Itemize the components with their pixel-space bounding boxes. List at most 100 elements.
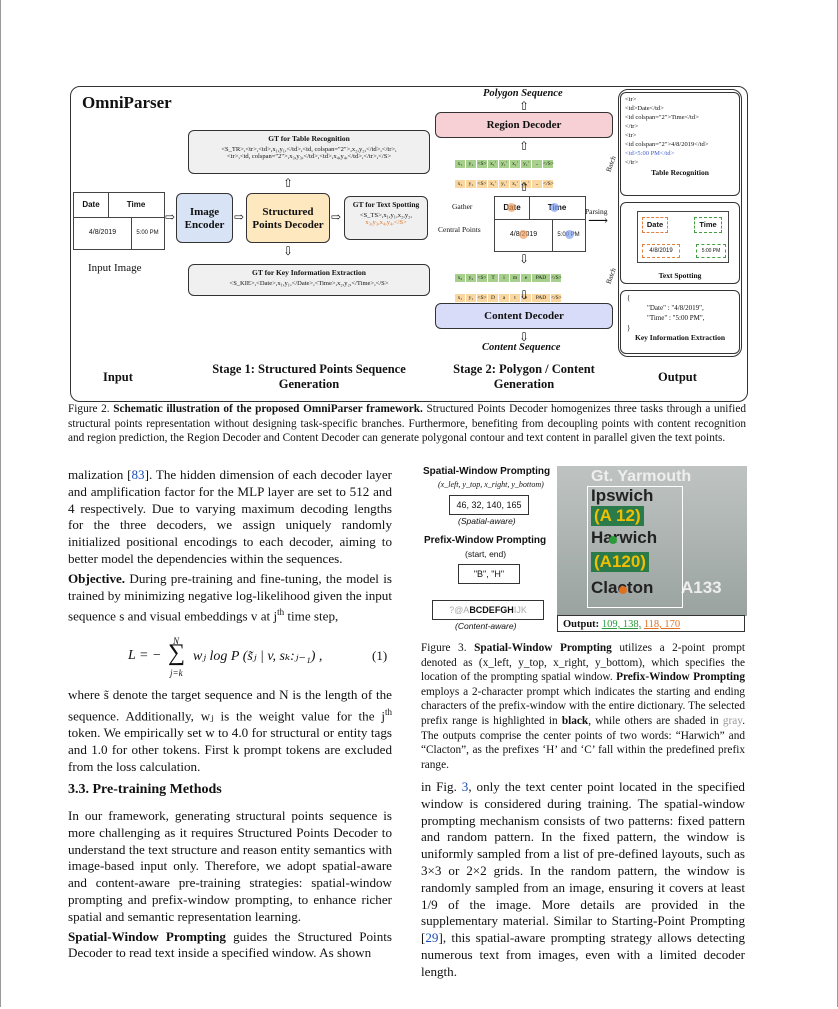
equation-lhs: L = − [128, 648, 162, 663]
output-panel [618, 89, 742, 357]
structured-points-decoder-box: Structured Points Decoder [246, 193, 330, 243]
right-column: in Fig. 3, only the text center point lo… [421, 779, 745, 981]
table-recognition-box: <tr> <td>Date</td> <td colspan="2">Time<… [620, 92, 740, 196]
arrow-up-icon: ⇧ [519, 180, 530, 194]
output-clacton: 118, 170 [643, 619, 681, 630]
sum-lower: j=k [170, 668, 183, 678]
left-column: malization [83]. The hidden dimension of… [68, 467, 392, 626]
figure-3-caption: Figure 3. Spatial-Window Prompting utili… [421, 641, 745, 772]
road-sign-image: Gt. Yarmouth Ipswich (A 12) Harwich (A12… [557, 466, 747, 616]
input-image-label: Input Image [88, 262, 142, 274]
center-point-marker [565, 230, 574, 239]
gt-table-box: GT for Table Recognition <S_TR>,<tr>,<td… [188, 130, 430, 174]
arrow-down-icon: ⇩ [519, 330, 530, 344]
html-line: <td>5:00 PM</td> [625, 150, 675, 157]
gt-kie-title: GT for Key Information Extraction [252, 268, 366, 277]
gt-kie-box: GT for Key Information Extraction <S_KIE… [188, 264, 430, 296]
kie-date: "Date" : "4/8/2019", [647, 304, 704, 312]
ts-date: Date [642, 217, 668, 233]
bold-term: Spatial-Window Prompting [68, 928, 226, 944]
figure-2-caption: Figure 2. Schematic illustration of the … [68, 402, 746, 446]
center-point-marker [507, 203, 516, 212]
html-line: <td colspan="2">4/8/2019</td> [625, 141, 709, 148]
spatial-window-title: Spatial-Window Prompting [423, 466, 551, 477]
paragraph: malization [83]. The hidden dimension of… [68, 467, 392, 568]
sum-upper: N [173, 636, 180, 646]
paragraph: where s̃ denote the target sequence and … [68, 687, 392, 775]
text: utilizes a 2-point prompt denoted as (x_… [421, 642, 745, 684]
citation-link[interactable]: 29 [425, 930, 439, 946]
stage1-label: Stage 1: Structured Points Sequence Gene… [212, 362, 406, 391]
text: ]. The hidden dimension of each decoder … [68, 467, 392, 566]
gt-table-seq1: <S_TR>,<tr>,<td>,x₁,y₁,</td>,<td, colspa… [221, 146, 397, 153]
sign-line: (A120) [591, 552, 649, 572]
paragraph: In our framework, generating structural … [68, 808, 392, 924]
left-column-3: In our framework, generating structural … [68, 808, 392, 962]
sign-line: Ipswich [591, 486, 654, 505]
caption-prefix: Figure 3. [421, 642, 467, 654]
citation-link[interactable]: 83 [131, 467, 145, 482]
superscript: th [277, 607, 285, 618]
gt-text-box: GT for Text Spotting <S_TS>,x₁,y₁,x₂,y₂,… [344, 196, 428, 240]
text-spotting-box: Date Time 4/8/2019 5:00 PM Text Spotting [620, 202, 740, 284]
prefix-coords: (start, end) [465, 549, 507, 559]
caption-text: Structured Points Decoder homogenizes th… [68, 403, 746, 444]
spatial-values-box: 46, 32, 140, 165 [449, 495, 529, 515]
gt-table-title: GT for Table Recognition [268, 134, 350, 143]
output-label: Output: [563, 619, 600, 630]
caption-bold: Prefix-Window Prompting [616, 671, 745, 684]
sum-icon: ∑ [168, 640, 186, 666]
figure-link[interactable]: 3 [461, 779, 469, 794]
arrow-right-icon: ⟶ [588, 214, 609, 229]
central-points-label: Central Points [438, 225, 481, 234]
prefix-dictionary-box: ?@ABCDEFGHIJK [432, 600, 544, 620]
section-heading: 3.3. Pre-training Methods [68, 782, 222, 797]
center-point-marker [619, 586, 627, 594]
gather-label: Gather [452, 202, 473, 211]
output-stage-label: Output [658, 370, 697, 384]
paragraph: Spatial-Window Prompting guides the Stru… [68, 929, 392, 963]
output-box: Output: 109, 138, 118, 170 [557, 615, 745, 632]
text: time step, [284, 608, 339, 624]
text: guides the Structured Points Decoder to … [68, 928, 392, 961]
ts-time: Time [694, 217, 722, 233]
html-line: <td colspan="2">Time</td> [625, 114, 699, 121]
gt-table-seq2: <tr>,<td, colspan="2">,x₃,y₃,</td>,<td>,… [227, 153, 391, 160]
text: employs a 2-character prompt which indic… [421, 685, 745, 727]
central-points-image: Date Time 4/8/2019 5:00 PM [494, 196, 586, 252]
text: token. We empirically set w to 4.0 for s… [68, 724, 392, 774]
sign-line: (A 12) [591, 506, 644, 526]
black-word: black [561, 714, 589, 727]
table-recognition-label: Table Recognition [651, 168, 709, 177]
superscript: th [384, 706, 392, 717]
kie-close: } [627, 324, 631, 332]
spatial-coords: (x_left, y_top, x_right, y_bottom) [438, 480, 544, 489]
arrow-right-icon: ⇨ [165, 210, 176, 224]
text: in Fig. [421, 779, 462, 794]
kie-open: { [627, 294, 631, 302]
sign-line: Gt. Yarmouth [591, 468, 692, 485]
center-point-marker [519, 230, 528, 239]
arrow-up-icon: ⇧ [519, 99, 530, 113]
text: During pre-training and fine-tuning, the… [68, 570, 392, 624]
region-decoder-box: Region Decoder [435, 112, 613, 138]
kie-label: Key Information Extraction [635, 333, 725, 342]
sign-line: Harwich [591, 528, 658, 547]
ts-time-value: 5:00 PM [696, 244, 726, 258]
text-spotting-label: Text Spotting [658, 271, 702, 280]
output-harwich: 109, 138, [601, 619, 642, 630]
input-time-value: 5:00 PM [136, 230, 159, 236]
input-time-cell: Time [108, 193, 164, 218]
arrow-down-icon: ⇩ [519, 252, 530, 266]
text: malization [ [68, 467, 132, 482]
gt-text-seq1: <S_TS>,x₁,y₁,x₂,y₂, [360, 212, 412, 219]
gray-chars: IJK [513, 605, 527, 615]
html-line: <tr> [625, 132, 637, 139]
gray-word: gray [722, 714, 743, 727]
center-point-marker [609, 536, 617, 544]
text: . The outputs comprise the center points… [421, 714, 746, 771]
black-chars: BCDEFGH [469, 605, 514, 615]
html-line: </tr> [625, 123, 639, 130]
html-line: </tr> [625, 159, 639, 166]
